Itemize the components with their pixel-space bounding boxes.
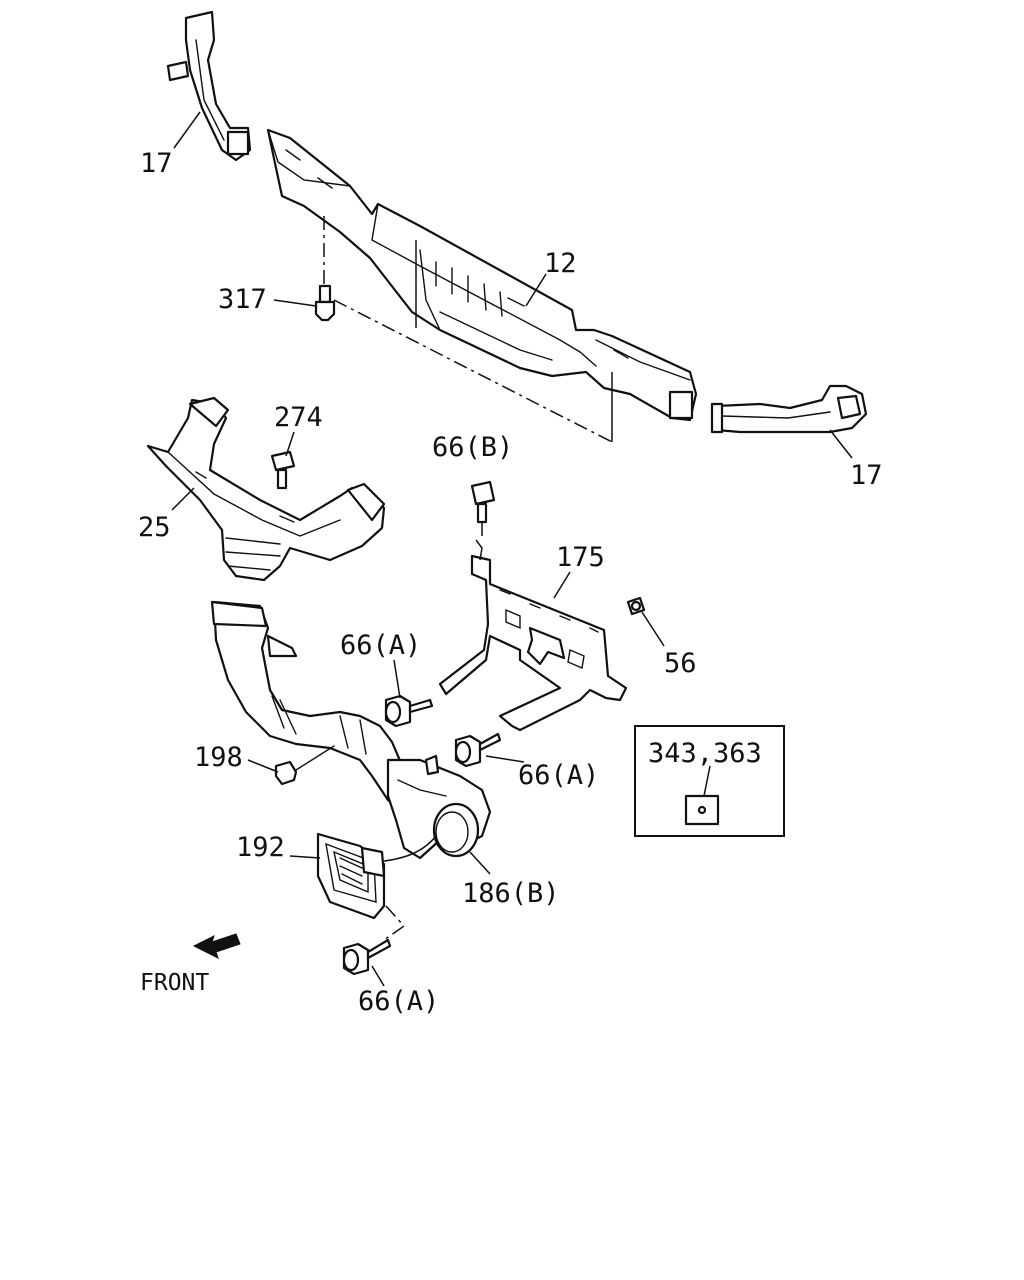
label-part-175: 175 [556,542,605,573]
leader-line [469,851,491,875]
label-part-66b: 66(B) [432,432,513,463]
label-part-12: 12 [544,248,577,279]
bolt-66a-mid [384,694,434,728]
label-part-198: 198 [194,742,243,773]
label-part-274: 274 [274,402,323,433]
side-duct-left [166,10,252,162]
leader-line [553,571,571,599]
label-part-66a-mid: 66(A) [340,630,421,661]
label-part-17-right: 17 [850,460,883,491]
leader-line [273,299,317,307]
label-part-317: 317 [218,284,267,315]
screw-317 [314,284,336,322]
label-part-186b: 186(B) [462,878,560,909]
leader-line [173,111,201,149]
leader-line [285,431,295,457]
label-part-66a-right: 66(A) [518,760,599,791]
nut-56 [626,596,646,616]
bolt-66a-bottom [342,938,392,976]
inset-box [634,725,785,837]
leader-line [247,759,279,773]
leader-line [171,487,195,511]
leader-line [393,659,401,699]
main-duct [266,128,698,422]
side-duct-right [710,384,868,434]
center-duct [146,396,386,582]
label-inset-parts: 343,363 [648,738,762,769]
leader-line [371,965,385,987]
bracket-175 [438,554,628,732]
alignment-line [383,905,406,941]
bolt-274 [270,450,296,490]
alignment-line [333,299,613,443]
label-part-66a-bottom: 66(A) [358,986,439,1017]
bolt-66b [470,480,496,524]
label-front: FRONT [140,970,209,996]
clip-198 [274,745,335,786]
leader-line [641,611,665,647]
label-part-17-top: 17 [140,148,173,179]
grille-frame-192 [316,832,386,920]
leader-line [525,273,547,307]
elbow-duct-186b [386,754,492,860]
leader-line [485,755,525,763]
label-part-25: 25 [138,512,171,543]
label-part-56: 56 [664,648,697,679]
alignment-line [475,539,483,561]
bolt-66a-right [454,732,502,768]
leader-line [829,429,853,459]
front-arrow-icon [192,933,241,959]
leader-line [289,855,321,859]
label-part-192: 192 [236,832,285,863]
duct-hose [210,600,422,814]
